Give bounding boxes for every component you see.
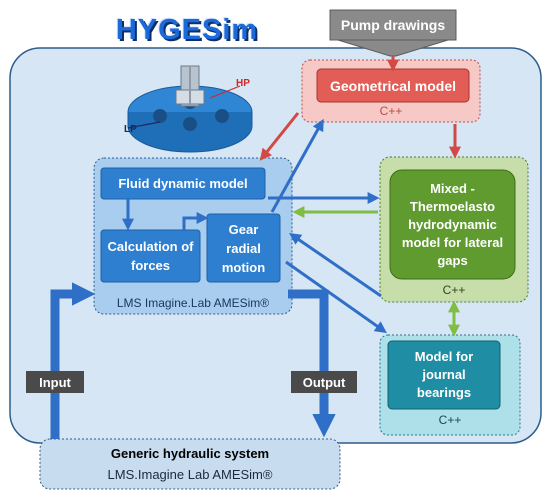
gear-radial-motion-label: Gear radial motion — [221, 221, 266, 275]
output-label-box — [291, 371, 357, 393]
arrow-geo-to-amesim — [259, 112, 300, 161]
lateral-gaps-box — [389, 169, 516, 280]
journal-bearings-box — [387, 340, 501, 410]
lateral-gaps-lang: C++ — [442, 283, 466, 297]
arrow-calc-to-gear — [182, 212, 209, 230]
generic-hydraulic-system-subtitle: LMS.Imagine Lab AMESim® — [107, 466, 273, 482]
fluid-dynamic-model-box — [100, 167, 266, 200]
geometrical-model-title: Geometrical model — [329, 77, 457, 94]
journal-bearings-title: Model for journal bearings — [414, 349, 474, 400]
lateral-gaps-title: Mixed - Thermoelasto hydrodynamic model … — [401, 180, 504, 268]
arrow-gear-to-journal — [285, 260, 387, 334]
amesim-group-label: LMS Imagine.Lab AMESim® — [116, 296, 270, 310]
pump-image — [127, 65, 253, 153]
geometrical-model-lang: C++ — [379, 104, 403, 118]
arrow-lateral-to-gear — [289, 232, 382, 298]
input-label-box — [26, 371, 84, 393]
gear-radial-motion-box — [206, 213, 281, 283]
generic-hydraulic-system-title: Generic hydraulic system — [110, 445, 270, 461]
output-label: Output — [302, 374, 346, 390]
pump-hp-label: HP — [236, 78, 250, 89]
input-label: Input — [39, 374, 71, 390]
app-title: HYGESim — [115, 14, 259, 46]
calculation-of-forces-box — [100, 229, 201, 283]
generic-hydraulic-system-box — [39, 438, 341, 490]
fluid-dynamic-model-label: Fluid dynamic model — [118, 176, 248, 191]
calculation-of-forces-label: Calculation of forces — [107, 239, 194, 273]
pump-drawings-label: Pump drawings — [340, 17, 446, 33]
pump-lp-label: LP — [124, 124, 137, 135]
pump-drawings-shape — [329, 9, 457, 57]
journal-bearings-lang: C++ — [438, 413, 462, 427]
